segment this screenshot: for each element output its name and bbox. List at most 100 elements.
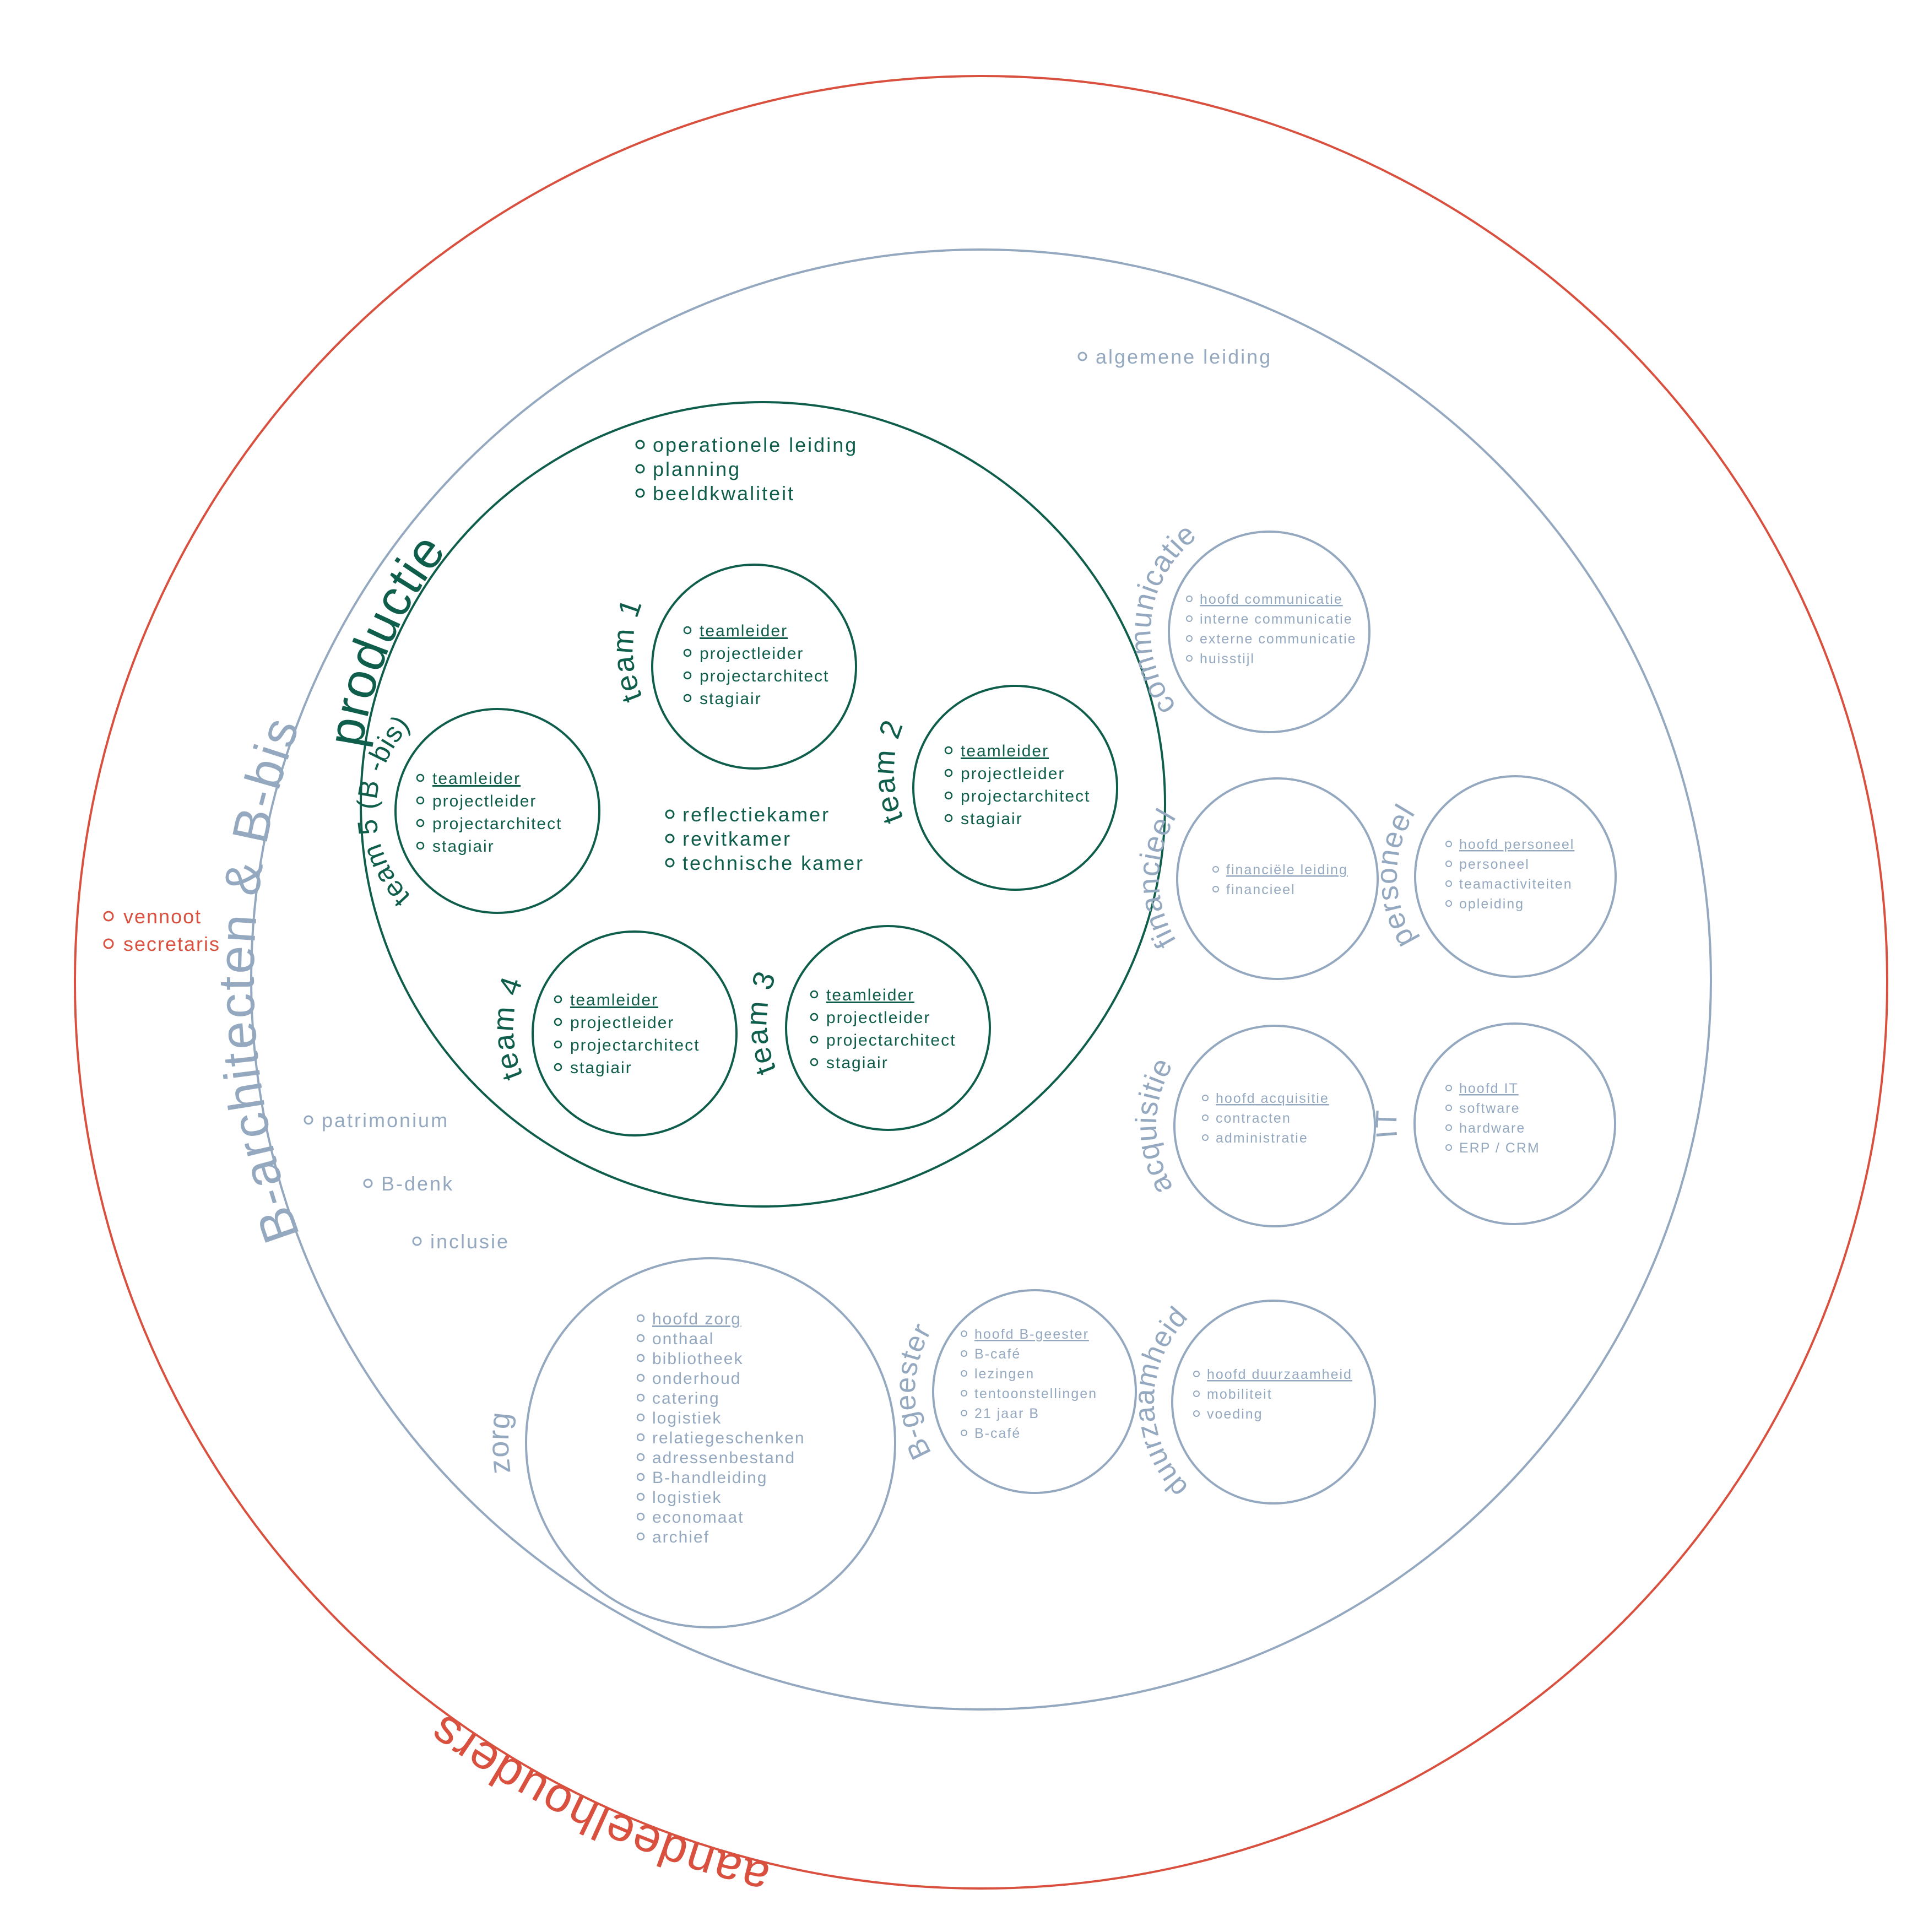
team-lead: teamleider bbox=[570, 991, 658, 1009]
department-title-text: zorg bbox=[482, 1410, 517, 1476]
production-room: revitkamer bbox=[682, 827, 792, 850]
bullet-icon bbox=[1212, 886, 1219, 892]
bullet-icon bbox=[961, 1370, 967, 1377]
bullet-icon bbox=[944, 769, 953, 777]
bullet-icon bbox=[635, 464, 645, 474]
team-circle bbox=[651, 564, 857, 770]
team-title: team 3 bbox=[740, 966, 783, 1079]
department-item: huisstijl bbox=[1200, 651, 1255, 667]
bullet-icon bbox=[636, 1473, 645, 1481]
department-title: communicatie bbox=[1124, 517, 1202, 722]
team-role: projectarchitect bbox=[570, 1036, 700, 1054]
bullet-icon bbox=[1445, 841, 1452, 847]
bullet-icon bbox=[636, 1433, 645, 1442]
team-title-text: team 4 bbox=[486, 972, 528, 1085]
department-duurzaamheid: duurzaamheid hoofd duurzaamheid mobilite… bbox=[1129, 1300, 1376, 1505]
team-role: stagiair bbox=[700, 690, 762, 708]
bullet-icon bbox=[1193, 1410, 1200, 1417]
production-room: reflectiekamer bbox=[682, 803, 830, 826]
team-title-text: team 3 bbox=[740, 966, 782, 1079]
department-lead: hoofd B-geester bbox=[974, 1327, 1089, 1342]
bullet-icon bbox=[103, 911, 114, 922]
department-zorg: zorg hoofd zorg onthaal bibliotheek onde… bbox=[482, 1257, 896, 1628]
shareholders-item: vennoot bbox=[123, 905, 202, 928]
department-title: acquisitie bbox=[1130, 1052, 1179, 1200]
department-item: archief bbox=[652, 1528, 709, 1546]
bullet-icon bbox=[683, 626, 692, 635]
team-role: projectarchitect bbox=[961, 787, 1090, 805]
department-title-text: acquisitie bbox=[1130, 1052, 1179, 1200]
production-item: operationele leiding bbox=[653, 434, 858, 456]
production-item: beeldkwaliteit bbox=[653, 482, 795, 505]
department-lead: hoofd communicatie bbox=[1200, 592, 1343, 607]
department-title-text: personeel bbox=[1371, 799, 1421, 954]
department-title: personeel bbox=[1371, 799, 1422, 954]
department-title: B-geester bbox=[890, 1318, 938, 1464]
department-title-text: IT bbox=[1370, 1109, 1404, 1139]
bullet-icon bbox=[1445, 861, 1452, 867]
team-role: stagiair bbox=[826, 1054, 889, 1072]
team-1: team 1 teamleider projectleider projecta… bbox=[606, 564, 857, 770]
bullet-icon bbox=[416, 773, 425, 782]
bullet-icon bbox=[810, 1035, 819, 1044]
department-item: teamactiviteiten bbox=[1459, 876, 1573, 892]
bullet-icon bbox=[1202, 1095, 1209, 1101]
company-item-patrimonium: patrimonium bbox=[322, 1109, 449, 1132]
department-lead: financiële leiding bbox=[1226, 862, 1348, 878]
department-title: financieel bbox=[1133, 803, 1183, 954]
team-lead: teamleider bbox=[700, 622, 788, 640]
team-role: projectleider bbox=[700, 645, 804, 663]
department-item: financieel bbox=[1226, 882, 1296, 897]
department-title-text: duurzaamheid bbox=[1129, 1301, 1194, 1504]
team-role: projectarchitect bbox=[826, 1031, 956, 1049]
team-circle bbox=[912, 685, 1118, 891]
production-top-items: operationele leiding planning beeldkwali… bbox=[635, 434, 858, 505]
department-item: software bbox=[1459, 1101, 1520, 1116]
bullet-icon bbox=[635, 440, 645, 450]
department-item: contracten bbox=[1216, 1111, 1291, 1126]
shareholders-circle bbox=[74, 75, 1888, 1890]
department-item: adressenbestand bbox=[652, 1449, 795, 1467]
team-title-text: team 1 bbox=[606, 594, 648, 707]
department-b-geester: B-geester hoofd B-geester B-café lezinge… bbox=[890, 1289, 1137, 1494]
bullet-icon bbox=[1445, 880, 1452, 887]
team-title: team 4 bbox=[486, 972, 529, 1085]
bullet-icon bbox=[1186, 596, 1193, 602]
bullet-icon bbox=[665, 809, 675, 819]
team-role: stagiair bbox=[961, 810, 1023, 828]
shareholders-item: secretaris bbox=[123, 933, 220, 955]
team-role: projectleider bbox=[961, 765, 1065, 783]
team-role: projectarchitect bbox=[700, 667, 829, 685]
bullet-icon bbox=[1077, 351, 1087, 361]
bullet-icon bbox=[304, 1115, 313, 1125]
department-item: catering bbox=[652, 1389, 720, 1408]
bullet-icon bbox=[636, 1492, 645, 1501]
bullet-icon bbox=[1445, 1105, 1452, 1111]
bullet-icon bbox=[1186, 615, 1193, 622]
bullet-icon bbox=[944, 791, 953, 800]
bullet-icon bbox=[944, 746, 953, 755]
production-room: technische kamer bbox=[682, 852, 864, 874]
department-item: voeding bbox=[1207, 1406, 1263, 1422]
team-2: team 2 teamleider projectleider projecta… bbox=[867, 685, 1118, 891]
department-item: tentoonstellingen bbox=[974, 1386, 1097, 1401]
department-title: IT bbox=[1370, 1109, 1404, 1139]
department-item: lezingen bbox=[974, 1366, 1034, 1382]
bullet-icon bbox=[810, 1013, 819, 1021]
department-circle bbox=[932, 1289, 1137, 1494]
bullet-icon bbox=[961, 1350, 967, 1357]
bullet-icon bbox=[103, 938, 114, 949]
department-item: ERP / CRM bbox=[1459, 1140, 1540, 1156]
company-loose-items: algemene leiding patrimonium B-denk incl… bbox=[304, 345, 1270, 1253]
shareholders-list: vennoot secretaris bbox=[103, 905, 220, 955]
department-circle bbox=[525, 1257, 896, 1628]
department-title: zorg bbox=[482, 1410, 517, 1476]
department-personeel: personeel hoofd personeel personeel team… bbox=[1371, 775, 1617, 978]
department-communicatie: communicatie hoofd communicatie interne … bbox=[1124, 517, 1371, 733]
bullet-icon bbox=[1445, 900, 1452, 907]
bullet-icon bbox=[961, 1430, 967, 1436]
department-circle bbox=[1171, 1300, 1376, 1505]
department-circle bbox=[1168, 531, 1371, 733]
bullet-icon bbox=[416, 819, 425, 827]
bullet-icon bbox=[1193, 1371, 1200, 1377]
